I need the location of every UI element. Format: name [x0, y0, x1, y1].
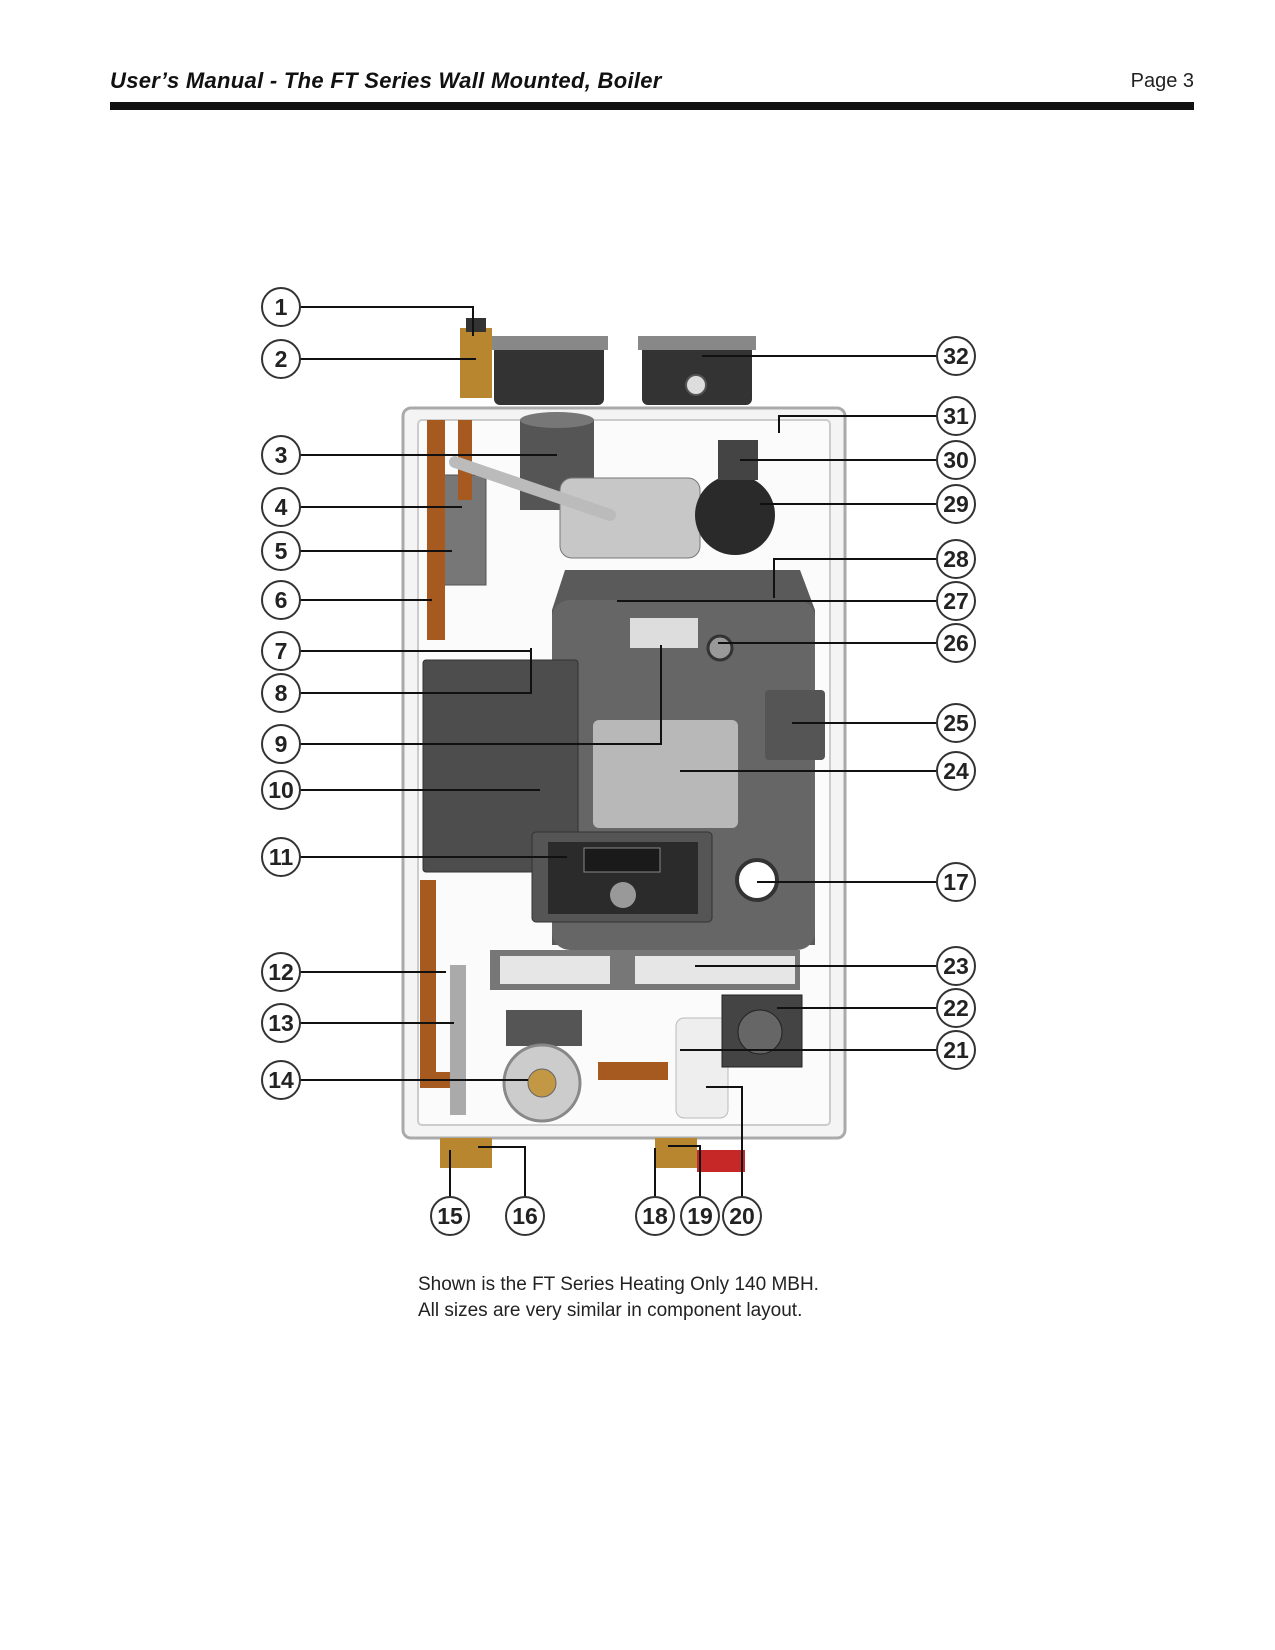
svg-text:23: 23 [943, 953, 969, 979]
callout-24: 24 [936, 751, 976, 791]
callout-30: 30 [936, 440, 976, 480]
callout-14: 14 [261, 1060, 301, 1100]
callout-8: 8 [261, 673, 301, 713]
svg-text:5: 5 [275, 538, 288, 564]
svg-text:31: 31 [943, 403, 969, 429]
svg-text:17: 17 [943, 869, 969, 895]
svg-text:14: 14 [268, 1067, 294, 1093]
svg-text:6: 6 [275, 587, 288, 613]
svg-text:9: 9 [275, 731, 288, 757]
svg-text:1: 1 [275, 294, 288, 320]
svg-text:19: 19 [687, 1203, 713, 1229]
callout-badges: 1 2 3 4 5 6 7 8 9 10 11 12 13 14 15 16 1… [261, 287, 976, 1236]
callout-16: 16 [505, 1196, 545, 1236]
manual-title: User’s Manual - The FT Series Wall Mount… [110, 68, 662, 93]
callout-11: 11 [261, 837, 301, 877]
svg-text:25: 25 [943, 710, 969, 736]
svg-text:24: 24 [943, 758, 969, 784]
callout-32: 32 [936, 336, 976, 376]
callout-26: 26 [936, 623, 976, 663]
page-header: User’s Manual - The FT Series Wall Mount… [110, 64, 1194, 112]
leader-lines [299, 306, 938, 1213]
callout-15: 15 [430, 1196, 470, 1236]
svg-text:3: 3 [275, 442, 288, 468]
callout-23: 23 [936, 946, 976, 986]
svg-text:16: 16 [512, 1203, 538, 1229]
page-number: Page 3 [1130, 70, 1194, 92]
callout-10: 10 [261, 770, 301, 810]
svg-text:15: 15 [437, 1203, 463, 1229]
svg-text:11: 11 [269, 844, 294, 870]
callout-12: 12 [261, 952, 301, 992]
svg-text:28: 28 [943, 546, 969, 572]
svg-text:10: 10 [268, 777, 294, 803]
callout-21: 21 [936, 1030, 976, 1070]
svg-text:2: 2 [275, 346, 288, 372]
boiler-illustration [401, 318, 847, 1172]
svg-text:7: 7 [275, 638, 288, 664]
svg-text:22: 22 [943, 995, 969, 1021]
svg-text:29: 29 [943, 491, 969, 517]
callout-25: 25 [936, 703, 976, 743]
svg-text:18: 18 [642, 1203, 668, 1229]
svg-text:32: 32 [943, 343, 969, 369]
callout-2: 2 [261, 339, 301, 379]
callout-6: 6 [261, 580, 301, 620]
svg-text:27: 27 [943, 588, 969, 614]
svg-text:21: 21 [943, 1037, 969, 1063]
svg-text:8: 8 [275, 680, 288, 706]
svg-text:20: 20 [729, 1203, 755, 1229]
callout-22: 22 [936, 988, 976, 1028]
callout-3: 3 [261, 435, 301, 475]
svg-text:12: 12 [268, 959, 294, 985]
callout-28: 28 [936, 539, 976, 579]
callout-20: 20 [722, 1196, 762, 1236]
callout-18: 18 [635, 1196, 675, 1236]
header-rule [110, 102, 1194, 110]
callout-9: 9 [261, 724, 301, 764]
callout-19: 19 [680, 1196, 720, 1236]
callout-4: 4 [261, 487, 301, 527]
callout-5: 5 [261, 531, 301, 571]
callout-1: 1 [261, 287, 301, 327]
callout-31: 31 [936, 396, 976, 436]
callout-13: 13 [261, 1003, 301, 1043]
svg-text:13: 13 [268, 1010, 294, 1036]
caption-line-2: All sizes are very similar in component … [418, 1300, 803, 1321]
caption-line-1: Shown is the FT Series Heating Only 140 … [418, 1274, 819, 1295]
svg-text:4: 4 [275, 494, 288, 520]
callout-7: 7 [261, 631, 301, 671]
figure-caption: Shown is the FT Series Heating Only 140 … [418, 1272, 819, 1324]
svg-text:30: 30 [943, 447, 969, 473]
callout-27: 27 [936, 581, 976, 621]
svg-text:26: 26 [943, 630, 969, 656]
callout-29: 29 [936, 484, 976, 524]
callout-17: 17 [936, 862, 976, 902]
